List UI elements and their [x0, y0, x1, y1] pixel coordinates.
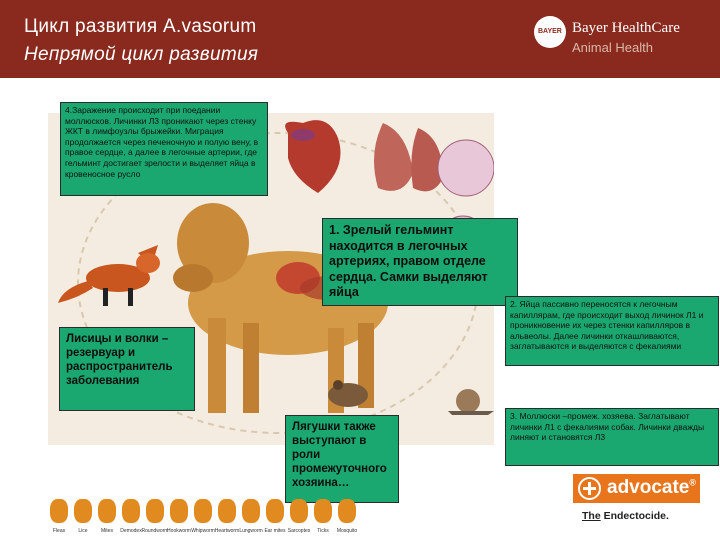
- step2-eggs-box: 2. Яйца пассивно переносятся к легочным …: [505, 296, 719, 366]
- foxes-wolves-box: Лисицы и волки – резервуар и распростран…: [59, 327, 195, 411]
- parasite-icon-cell: Fleas: [48, 497, 70, 540]
- brand-subtitle: Animal Health: [572, 40, 653, 55]
- roundworm-icon: [146, 499, 164, 523]
- ear-mite-icon: [266, 499, 284, 523]
- mite-icon: [98, 499, 116, 523]
- heart-illustration: [285, 120, 341, 193]
- parasite-icon-cell: Hookworm: [167, 497, 191, 540]
- parasite-icon-label: Demodex: [120, 528, 142, 534]
- tick-icon: [314, 499, 332, 523]
- whipworm-icon: [194, 499, 212, 523]
- parasite-icon-label: Lice: [78, 528, 88, 534]
- bayer-logo-text: BAYER: [538, 28, 562, 35]
- lung-illustration: [374, 123, 443, 192]
- parasite-icon-label: Fleas: [52, 528, 66, 534]
- parasite-icon-label: Ear mites: [264, 528, 286, 534]
- slide-title: Цикл развития A.vasorum: [24, 16, 257, 37]
- parasite-icon-cell: Roundworm: [142, 497, 168, 540]
- tagline-the: The: [582, 510, 601, 522]
- parasite-icon-label: Whipworm: [191, 528, 215, 534]
- parasite-icon-cell: Sarcoptes: [288, 497, 310, 540]
- heartworm-icon: [218, 499, 236, 523]
- flea-icon: [50, 499, 68, 523]
- bayer-cross-logo-icon: BAYER: [534, 16, 566, 48]
- parasite-icon-cell: Mosquito: [336, 497, 358, 540]
- mosquito-icon: [338, 499, 356, 523]
- advocate-reg-mark: ®: [689, 477, 697, 488]
- demodex-icon: [122, 499, 140, 523]
- parasite-icon-label: Roundworm: [141, 528, 169, 534]
- step3-snails-box: 3. Моллюски –промеж. хозяева. Заглатываю…: [505, 408, 719, 466]
- tagline-rest: Endectocide.: [600, 510, 669, 522]
- advocate-cross-icon: [578, 477, 601, 500]
- advocate-label: advocate: [607, 477, 690, 498]
- hookworm-icon: [170, 499, 188, 523]
- step4-infection-box: 4.Заражение происходит при поедании молл…: [60, 102, 268, 196]
- parasite-icon-label: Lungworm: [239, 528, 263, 534]
- slide-subtitle: Непрямой цикл развития: [24, 44, 259, 65]
- header-bar: Цикл развития A.vasorum Непрямой цикл ра…: [0, 0, 720, 78]
- frog-illustration: [328, 380, 368, 407]
- parasite-icon-cell: Ticks: [312, 497, 334, 540]
- snail-illustration: [448, 389, 494, 415]
- parasite-icon-cell: Mites: [96, 497, 118, 540]
- step1-adult-worm-box: 1. Зрелый гельминт находится в легочных …: [322, 218, 518, 306]
- advocate-wordmark: advocate®: [607, 477, 696, 499]
- parasite-icon-cell: Ear mites: [264, 497, 286, 540]
- brand-name: Bayer HealthCare: [572, 20, 680, 36]
- parasite-icon-cell: Lice: [72, 497, 94, 540]
- parasite-icon-label: Mites: [101, 528, 113, 534]
- lice-icon: [74, 499, 92, 523]
- parasite-icon-cell: Heartworm: [215, 497, 239, 540]
- advocate-logo: advocate®: [573, 474, 700, 503]
- fox-illustration: [58, 245, 160, 306]
- parasite-icon-cell: Lungworm: [239, 497, 263, 540]
- tagline: The Endectocide.: [582, 510, 669, 522]
- parasite-icon-label: Sarcoptes: [287, 528, 311, 534]
- parasite-icon-label: Mosquito: [336, 528, 358, 534]
- parasite-icon-cell: Demodex: [120, 497, 142, 540]
- parasite-icon-label: Hookworm: [167, 528, 191, 534]
- frogs-box: Лягушки также выступают в роли промежуто…: [285, 415, 399, 503]
- parasite-icon-label: Heartworm: [214, 528, 240, 534]
- alveoli-detail: [437, 139, 495, 197]
- sarcoptes-icon: [290, 499, 308, 523]
- lungworm-icon: [242, 499, 260, 523]
- parasite-icon-cell: Whipworm: [191, 497, 215, 540]
- parasite-icon-label: Ticks: [317, 528, 329, 534]
